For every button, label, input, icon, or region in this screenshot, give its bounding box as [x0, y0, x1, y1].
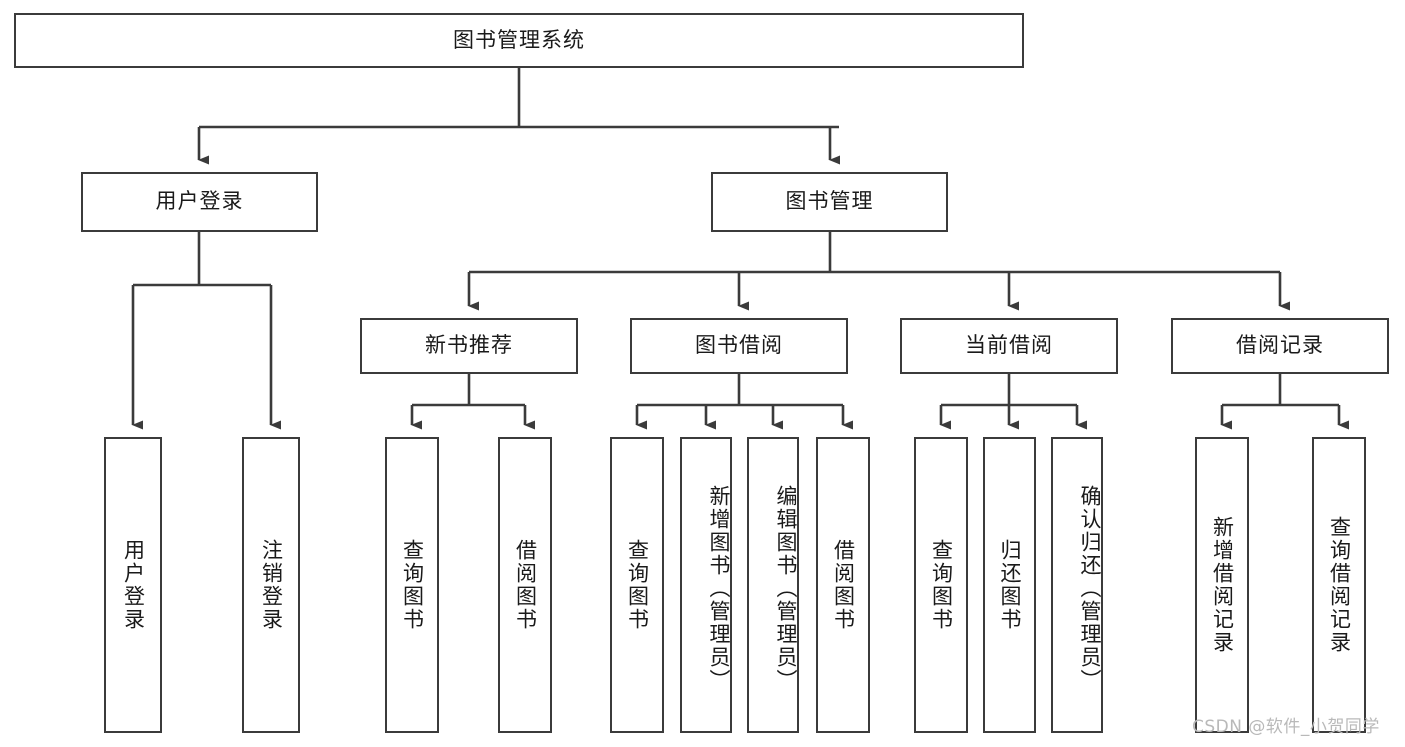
node-leaf-add-record[interactable]: 新增借阅记录: [1195, 437, 1249, 733]
node-leaf-query-record[interactable]: 查询借阅记录: [1312, 437, 1366, 733]
node-new-book-recommend[interactable]: 新书推荐: [360, 318, 578, 374]
node-leaf-confirm-return[interactable]: 确认归还（管理员）: [1051, 437, 1103, 733]
node-leaf-query-book-2[interactable]: 查询图书: [610, 437, 664, 733]
node-leaf-query-book-3[interactable]: 查询图书: [914, 437, 968, 733]
node-leaf-user-login[interactable]: 用户登录: [104, 437, 162, 733]
node-user-login[interactable]: 用户登录: [81, 172, 318, 232]
node-leaf-edit-book[interactable]: 编辑图书（管理员）: [747, 437, 799, 733]
csdn-watermark: CSDN @软件_小贺同学: [1192, 717, 1380, 737]
node-leaf-borrow-book-1[interactable]: 借阅图书: [498, 437, 552, 733]
node-book-borrow[interactable]: 图书借阅: [630, 318, 848, 374]
node-leaf-borrow-book-2[interactable]: 借阅图书: [816, 437, 870, 733]
node-leaf-add-book[interactable]: 新增图书（管理员）: [680, 437, 732, 733]
node-borrow-record[interactable]: 借阅记录: [1171, 318, 1389, 374]
node-leaf-logout-login[interactable]: 注销登录: [242, 437, 300, 733]
node-leaf-return-book[interactable]: 归还图书: [983, 437, 1036, 733]
node-book-manage[interactable]: 图书管理: [711, 172, 948, 232]
node-leaf-query-book-1[interactable]: 查询图书: [385, 437, 439, 733]
node-root-system[interactable]: 图书管理系统: [14, 13, 1024, 68]
node-current-borrow[interactable]: 当前借阅: [900, 318, 1118, 374]
